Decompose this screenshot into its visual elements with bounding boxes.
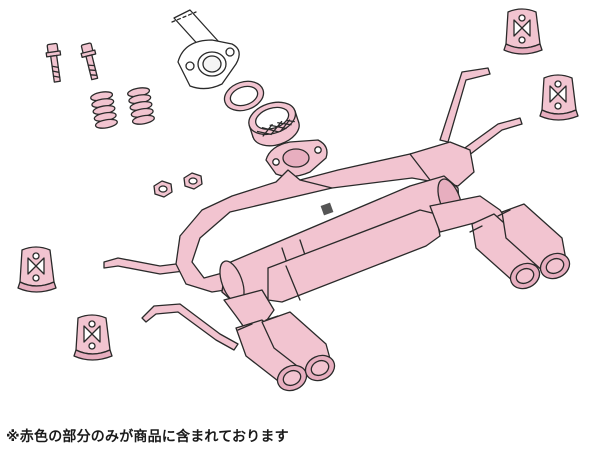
gasket-icon: [223, 80, 265, 112]
product-note: ※赤色の部分のみが商品に含まれております: [6, 429, 289, 445]
logo-plate-icon: [320, 202, 334, 216]
bolt-icon: [80, 42, 99, 81]
rubber-hanger-icon: [17, 246, 57, 293]
flange-icon: [177, 39, 240, 90]
rubber-hanger-icon: [539, 74, 579, 121]
spring-icon: [90, 91, 118, 129]
rubber-hanger-icon: [503, 8, 543, 55]
muffler-icon: [219, 175, 463, 305]
y-pipe: [175, 139, 475, 293]
tailpipe-icon: [429, 195, 571, 290]
nut-icon: [183, 172, 203, 190]
nut-icon: [153, 180, 173, 198]
tailpipe-icon: [223, 289, 336, 392]
gasket-icon: [248, 101, 300, 147]
rubber-hanger-icon: [73, 314, 113, 361]
bolt-icon: [45, 42, 62, 83]
spring-icon: [127, 87, 155, 125]
hanger-rod: [103, 67, 523, 351]
exhaust-system-diagram: .ol { stroke: #2a2a2a; stroke-width: 1.3…: [17, 8, 579, 392]
